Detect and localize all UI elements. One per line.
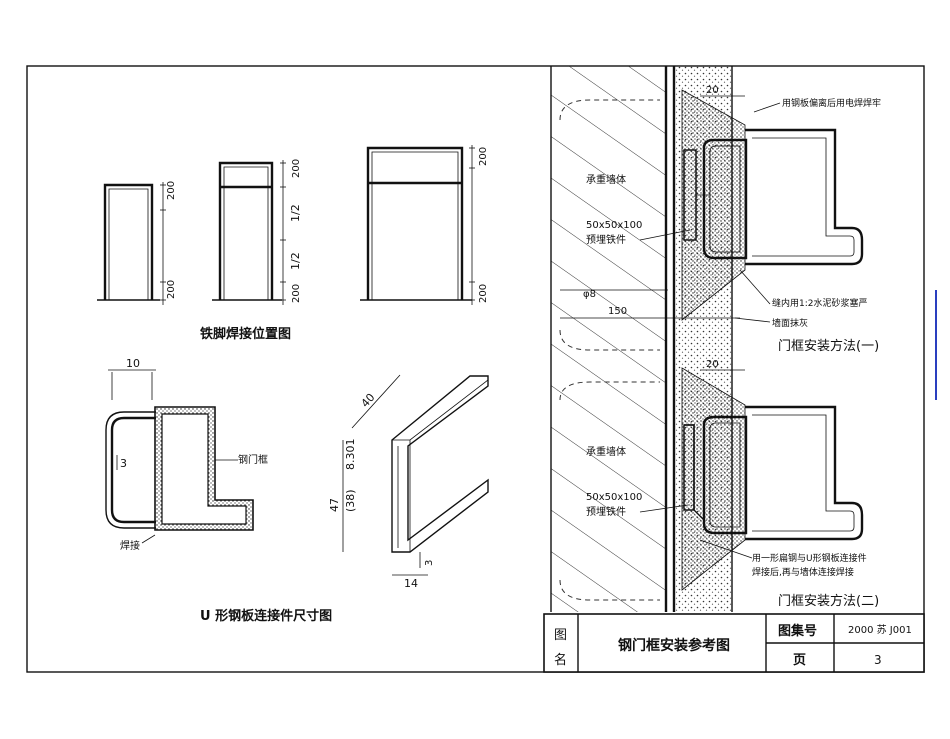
- title-label-ming: 名: [554, 652, 567, 668]
- plaster-and-fill: [674, 66, 746, 612]
- frame-b-dim-4: 200: [291, 284, 302, 303]
- frame-c-dim-bottom: 200: [478, 284, 489, 303]
- frame-a-dim-top: 200: [166, 181, 177, 200]
- profile-dim-length: 40: [359, 391, 378, 410]
- frame-b-dim-3: 1/2: [289, 252, 302, 270]
- u-channel-profile: 40 47 (38) 8.301 3 14: [328, 374, 489, 590]
- frame-a-dim-bottom: 200: [166, 280, 177, 299]
- welding-position-title: 铁脚焊接位置图: [199, 326, 291, 342]
- atlas-value: 2000 苏 J001: [848, 623, 912, 636]
- profile-dim-t: 3: [424, 560, 435, 566]
- atlas-label: 图集号: [778, 623, 817, 639]
- door-frame-method-1: 20 用钢板偏离后用电焊焊牢 承重墙体 50x50x100 预埋铁件 φ8 15…: [560, 85, 881, 354]
- profile-dim-inner: 8.301: [344, 439, 357, 471]
- method-1-embed-size: 50x50x100: [586, 220, 642, 231]
- frame-b-dim-1: 200: [291, 159, 302, 178]
- frame-c-dim-top: 200: [478, 147, 489, 166]
- page-label: 页: [793, 653, 806, 668]
- drawing-name: 钢门框安装参考图: [618, 637, 730, 654]
- page-value: 3: [874, 653, 882, 667]
- title-label-tu: 图: [554, 628, 567, 643]
- profile-dim-width: 14: [404, 577, 418, 590]
- method-1-caption: 门框安装方法(一): [778, 338, 879, 354]
- method-2-wall-label: 承重墙体: [586, 445, 626, 458]
- method-2-embed: 预埋铁件: [586, 505, 626, 518]
- method-2-angle: 20: [706, 359, 719, 370]
- method-2-note-1: 用一形扁钢与U形钢板连接件: [752, 552, 867, 564]
- frame-a: 200 200: [97, 181, 177, 305]
- door-frame-method-2: 20 承重墙体 50x50x100 预埋铁件 用一形扁钢与U形钢板连接件 焊接后…: [586, 359, 879, 609]
- method-1-note-top: 用钢板偏离后用电焊焊牢: [782, 97, 881, 109]
- method-1-rebar: φ8: [583, 289, 596, 300]
- method-1-wall-label: 承重墙体: [586, 173, 626, 186]
- method-2-caption: 门框安装方法(二): [778, 593, 879, 609]
- method-2-embed-size: 50x50x100: [586, 492, 642, 503]
- method-1-fill-note: 缝内用1:2水泥砂浆塞严: [772, 297, 868, 309]
- method-1-embed: 预埋铁件: [586, 233, 626, 246]
- title-block: 图 名 钢门框安装参考图 图集号 2000 苏 J001 页 3: [543, 613, 925, 673]
- u-plate-title: U 形钢板连接件尺寸图: [200, 608, 332, 624]
- method-1-angle: 20: [706, 85, 719, 96]
- profile-dim-height-alt: (38): [344, 489, 357, 512]
- profile-dim-height: 47: [328, 498, 341, 512]
- method-2-note-2: 焊接后,再与墙体连接焊接: [752, 566, 854, 578]
- frame-b: 200 1/2 1/2 200: [212, 159, 302, 305]
- u-plate-dim-top: 10: [126, 357, 140, 370]
- method-1-plaster: 墙面抹灰: [772, 317, 808, 329]
- u-plate-dim-side: 3: [120, 457, 127, 470]
- method-1-dim-150: 150: [608, 306, 627, 317]
- u-plate-weld-label: 焊接: [120, 539, 140, 552]
- u-plate-detail: 10 3 钢门框 焊接: [105, 357, 268, 552]
- u-plate-frame-label: 钢门框: [238, 453, 268, 466]
- sheet-border: [26, 65, 925, 673]
- frame-b-dim-2: 1/2: [289, 204, 302, 222]
- wall-section: [550, 66, 676, 612]
- frame-c: 200 200: [360, 145, 489, 305]
